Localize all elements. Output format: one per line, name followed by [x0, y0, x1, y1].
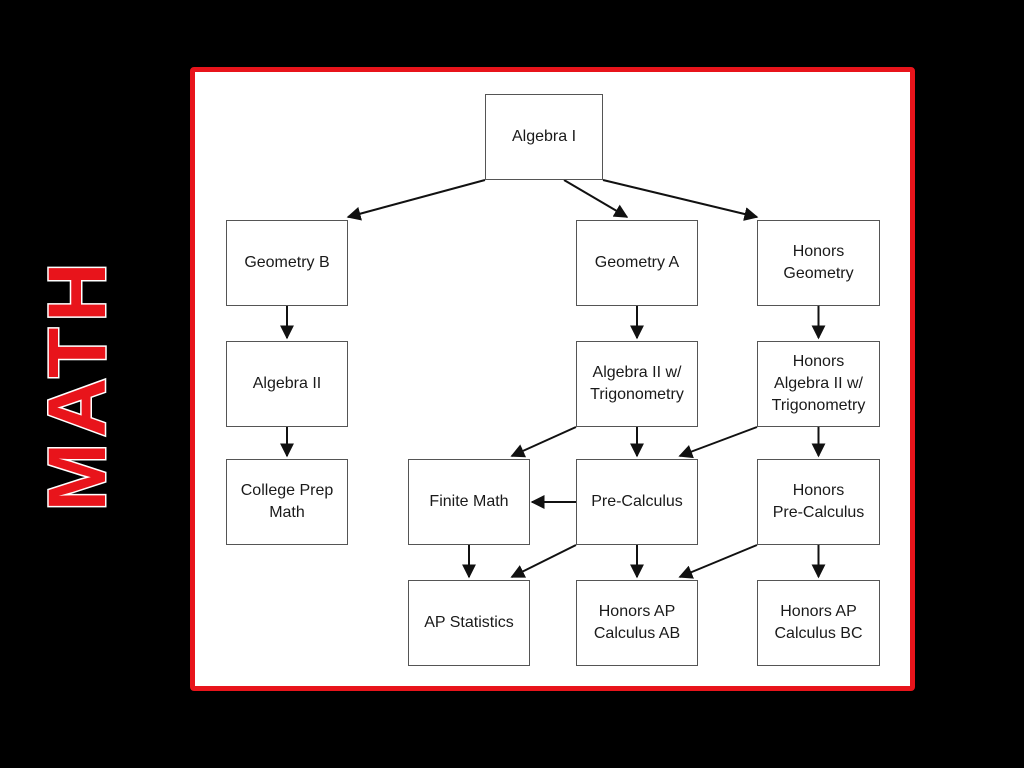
course-ap-statistics: AP Statistics: [408, 580, 530, 666]
course-finite-math: Finite Math: [408, 459, 530, 545]
course-algebra-1: Algebra I: [485, 94, 603, 180]
course-geometry-b: Geometry B: [226, 220, 348, 306]
flowchart-arrows: [280, 179, 826, 579]
arrow-honors-pre-calculus-to-honors-ap-calculus-ab: [678, 544, 758, 579]
course-honors-pre-calculus: Honors Pre-Calculus: [757, 459, 880, 545]
course-honors-ap-calculus-bc: Honors AP Calculus BC: [757, 580, 880, 666]
course-honors-ap-calculus-ab: Honors AP Calculus AB: [576, 580, 698, 666]
arrow-pre-calculus-to-ap-statistics: [510, 544, 577, 578]
course-pre-calculus: Pre-Calculus: [576, 459, 698, 545]
course-college-prep-math: College Prep Math: [226, 459, 348, 545]
course-geometry-a: Geometry A: [576, 220, 698, 306]
arrow-algebra-1-to-geometry-a: [563, 179, 629, 218]
arrow-honors-algebra-2-trig-to-pre-calculus: [678, 426, 758, 459]
arrow-algebra-1-to-geometry-b: [346, 179, 486, 221]
arrow-algebra-1-to-honors-geometry: [602, 179, 759, 221]
course-algebra-2-trigonometry: Algebra II w/ Trigonometry: [576, 341, 698, 427]
course-honors-geometry: Honors Geometry: [757, 220, 880, 306]
course-honors-algebra-2-trigonometry: Honors Algebra II w/ Trigonometry: [757, 341, 880, 427]
side-title: MATH: [31, 255, 125, 513]
flowchart-panel: Algebra I Geometry B Geometry A Honors G…: [190, 67, 915, 691]
arrow-algebra-2-trig-to-finite-math: [510, 426, 577, 458]
course-algebra-2: Algebra II: [226, 341, 348, 427]
